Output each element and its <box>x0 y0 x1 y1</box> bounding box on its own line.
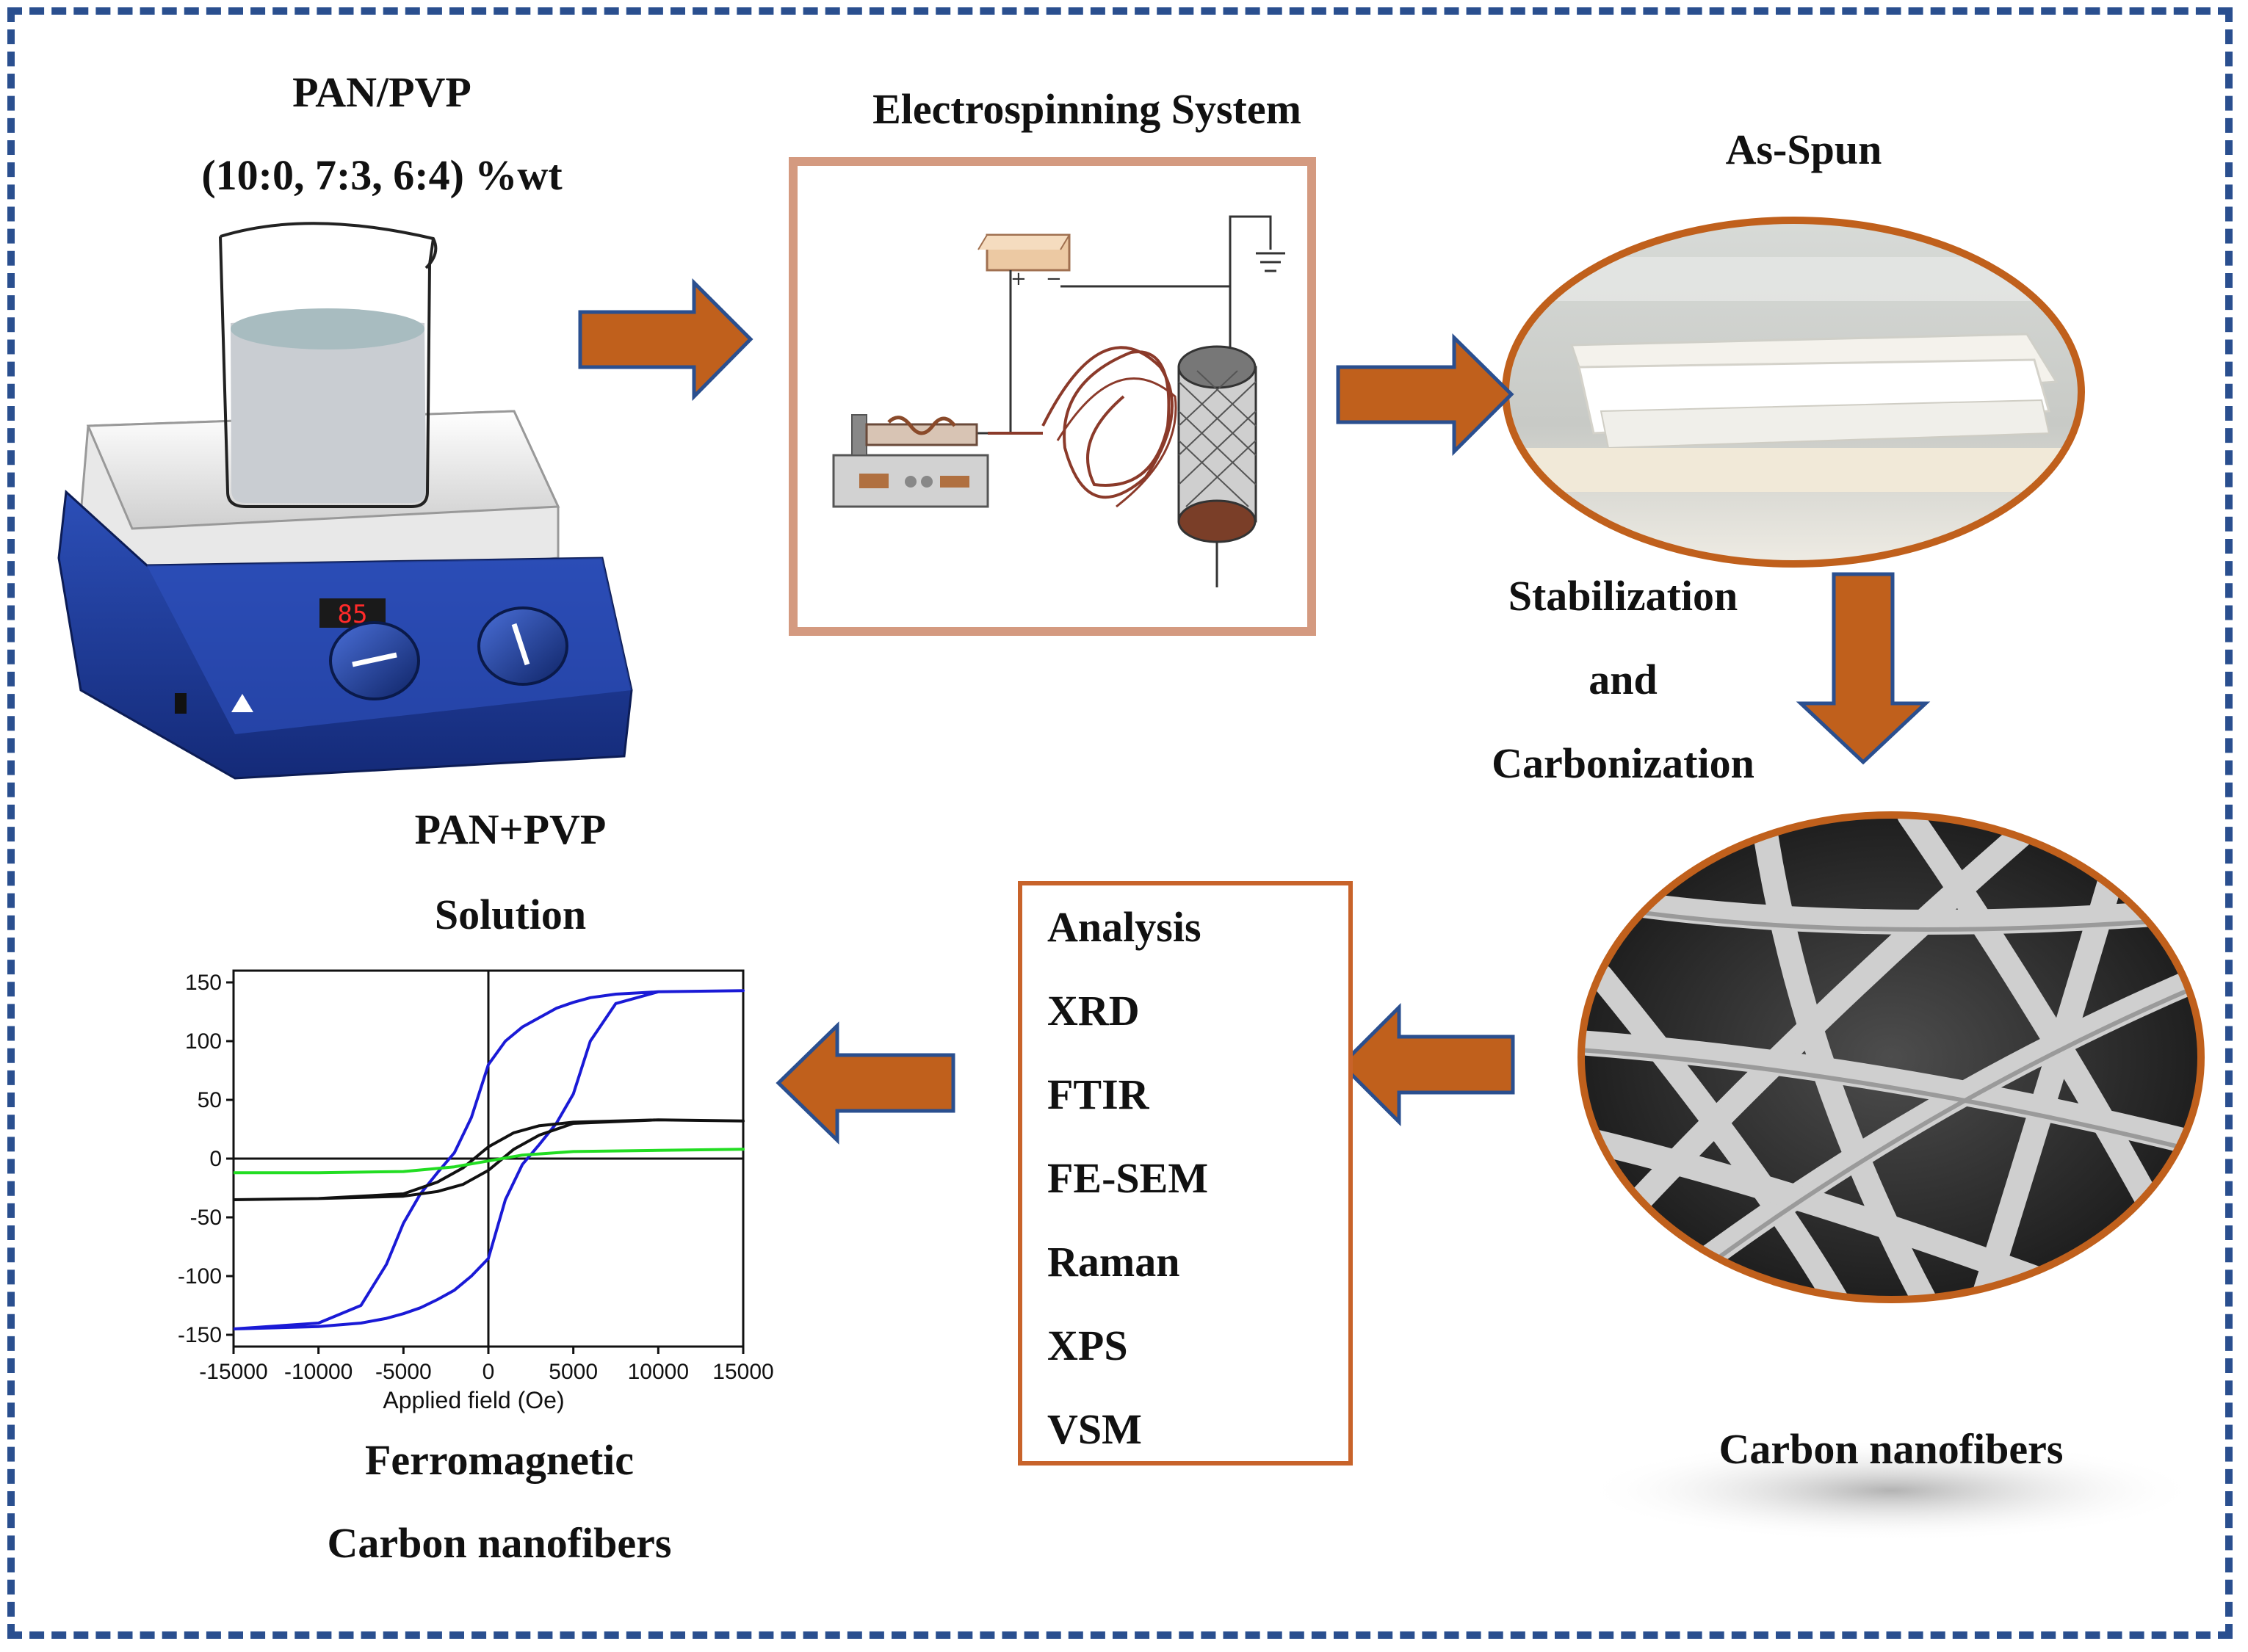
label-pan-pvp-plus: PAN+PVP <box>414 805 607 853</box>
as-spun-photo <box>1502 217 2085 568</box>
chart-ytick-label: 50 <box>198 1088 222 1112</box>
analysis-box: Analysis XRD FTIR FE-SEM Raman XPS VSM <box>1018 881 1353 1466</box>
chart-series-line-2 <box>234 1148 745 1175</box>
svg-text:−: − <box>1046 268 1062 290</box>
arrow-left-2 <box>776 1021 955 1145</box>
analysis-item-xps: XPS <box>1047 1322 1128 1369</box>
chart-xtick-label: 15000 <box>712 1360 773 1384</box>
analysis-item-ftir: FTIR <box>1047 1070 1149 1118</box>
chart-xtick-label: 5000 <box>549 1360 598 1384</box>
chart-xtick-label: -15000 <box>199 1360 267 1384</box>
label-and: and <box>1589 656 1658 703</box>
label-carbon-nanofibers: Carbon nanofibers <box>1718 1425 2064 1473</box>
label-carbonization: Carbonization <box>1492 739 1754 787</box>
sem-nanofiber-image <box>1577 811 2205 1542</box>
analysis-item-raman: Raman <box>1047 1238 1180 1286</box>
chart-xtick-label: 0 <box>483 1360 495 1384</box>
analysis-item-fe-sem: FE-SEM <box>1047 1154 1209 1202</box>
label-ferromagnetic: Ferromagnetic <box>364 1436 635 1484</box>
label-pan-pvp: PAN/PVP <box>292 68 471 116</box>
electrospinning-diagram: + − <box>789 157 1316 636</box>
chart-ytick-label: 0 <box>209 1147 222 1171</box>
chart-series-line-1 <box>233 1118 745 1201</box>
chart-ytick-label: -100 <box>178 1264 222 1289</box>
arrow-right-2 <box>1336 333 1514 457</box>
chart-xtick-label: -10000 <box>284 1360 353 1384</box>
chart-xlabel: Applied field (Oe) <box>383 1387 564 1413</box>
label-ratio: (10:0, 7:3, 6:4) %wt <box>201 151 563 199</box>
hotplate-illustration: 85 <box>57 410 633 780</box>
chart-xtick-label: 10000 <box>628 1360 689 1384</box>
dashed-frame <box>7 7 2233 1639</box>
hysteresis-chart: -15000 -10000 -5000 0 5000 10000 15000 150 100 50… <box>178 969 774 1413</box>
chart-ytick-label: 150 <box>185 971 222 995</box>
analysis-item-xrd: XRD <box>1047 987 1140 1035</box>
analysis-item-vsm: VSM <box>1047 1405 1142 1453</box>
label-stabilization: Stabilization <box>1508 572 1738 620</box>
beaker-icon <box>219 222 438 508</box>
chart-series-line-0 <box>233 989 745 1330</box>
chart-xtick-label: -5000 <box>375 1360 432 1384</box>
svg-text:+: + <box>1011 268 1027 290</box>
arrow-down <box>1796 572 1931 765</box>
label-solution: Solution <box>434 891 587 938</box>
label-electrospinning: Electrospinning System <box>872 85 1301 133</box>
label-as-spun: As-Spun <box>1725 126 1882 173</box>
chart-ytick-label: -150 <box>178 1323 222 1347</box>
arrow-left-1 <box>1339 1002 1515 1127</box>
arrow-right-1 <box>578 278 753 402</box>
chart-ytick-label: -50 <box>190 1206 222 1230</box>
chart-ytick-label: 100 <box>185 1029 222 1054</box>
label-ferro-carbon-nanofibers: Carbon nanofibers <box>327 1519 672 1567</box>
analysis-heading: Analysis <box>1047 903 1201 951</box>
